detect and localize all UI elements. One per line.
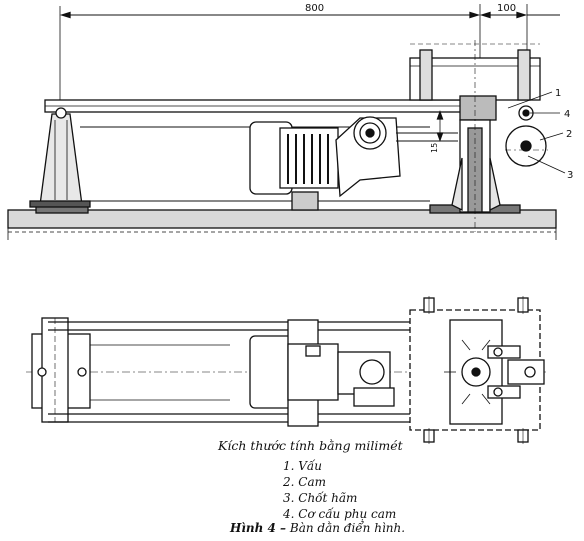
- figure-caption: Hình 4 – Bàn dằn điển hình.: [230, 521, 405, 535]
- dimension-15-label: 15: [430, 143, 439, 153]
- dimension-100: 100: [479, 3, 560, 60]
- legend-item: 3. Chốt hãm: [283, 491, 358, 505]
- dimension-800-label: 800: [305, 3, 324, 14]
- figure-label: Hình 4 –: [230, 521, 287, 535]
- dimension-800: 800: [59, 3, 481, 100]
- plan-view: [26, 296, 548, 444]
- callout-1: 1: [555, 88, 561, 99]
- legend-item: 4. Cơ cấu phụ cam: [283, 507, 397, 521]
- dimension-note: Kích thước tính bằng milimét: [218, 438, 403, 453]
- legend-list: 1. Vấu 2. Cam 3. Chốt hãm 4. Cơ cấu phụ …: [283, 458, 396, 522]
- legend-item: 1. Vấu: [283, 459, 323, 473]
- dimension-100-label: 100: [497, 3, 516, 14]
- callout-3: 3: [567, 170, 573, 181]
- elevation-view: 15 1 4 2 3: [7, 40, 573, 240]
- figure-title: Bàn dằn điển hình.: [286, 521, 406, 535]
- callout-4: 4: [564, 109, 570, 120]
- legend-item: 2. Cam: [283, 475, 326, 489]
- callout-2: 2: [566, 129, 572, 140]
